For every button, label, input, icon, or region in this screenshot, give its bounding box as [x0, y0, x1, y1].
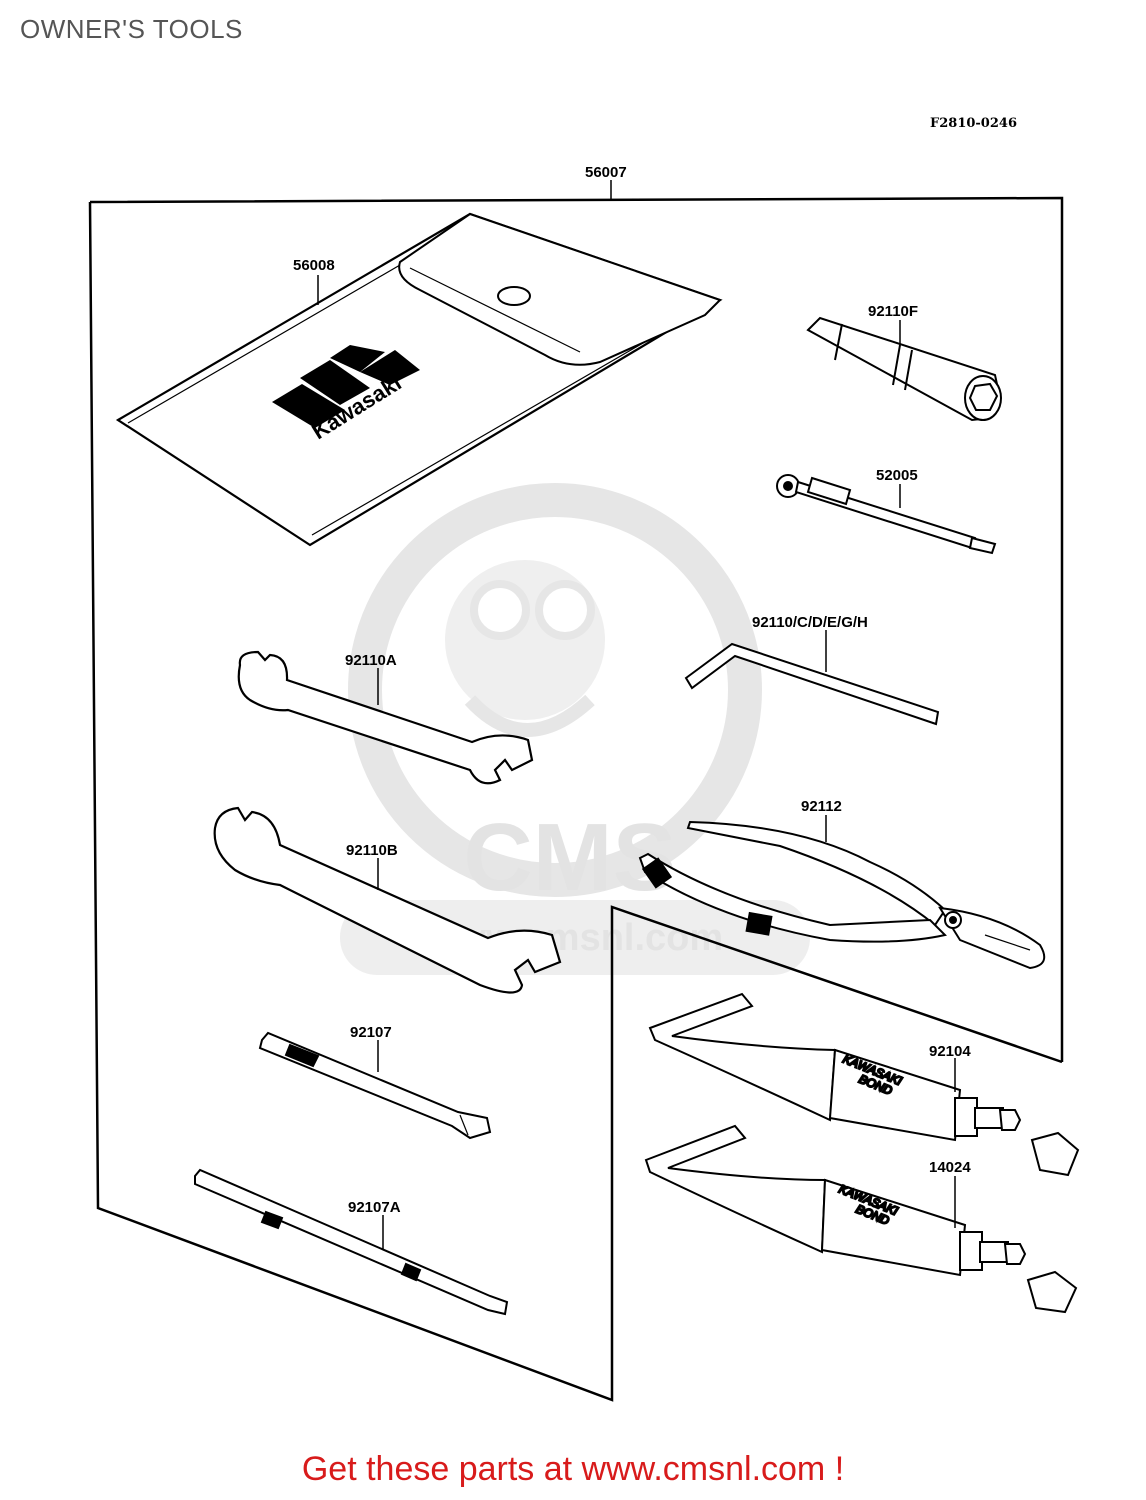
parts-diagram: CMS www.cmsnl.com F2810-0246 56007 Kawas… — [88, 116, 1080, 1402]
bond-tube-b-icon: KAWASAKI BOND — [644, 1124, 1078, 1314]
tool-pouch: Kawasaki — [115, 212, 723, 547]
kit-outline — [88, 180, 1064, 1402]
open-end-wrench-small-icon — [237, 650, 534, 785]
hex-key-icon — [684, 642, 940, 726]
label-92110F: 92110F — [868, 303, 918, 320]
label-14024: 14024 — [929, 1159, 971, 1176]
label-92104: 92104 — [929, 1043, 971, 1060]
label-92110CDEGH: 92110/C/D/E/G/H — [752, 614, 868, 631]
label-92110B: 92110B — [346, 842, 398, 859]
extension-handle-icon — [776, 474, 997, 555]
label-52005: 52005 — [876, 467, 918, 484]
plug-wrench-icon — [806, 316, 1002, 422]
label-92110A: 92110A — [345, 652, 397, 669]
label-92107A: 92107A — [348, 1199, 401, 1216]
label-92112: 92112 — [801, 798, 842, 815]
screwdriver-icon — [258, 1031, 492, 1140]
cta-link[interactable]: Get these parts at www.cmsnl.com ! — [301, 1450, 845, 1488]
watermark: CMS www.cmsnl.com — [340, 483, 810, 975]
page-title: OWNER'S TOOLS — [20, 14, 243, 44]
open-end-wrench-large-icon — [213, 806, 562, 994]
label-56007: 56007 — [585, 164, 627, 181]
label-92107: 92107 — [350, 1024, 392, 1041]
kawasaki-k-logo — [272, 345, 420, 428]
screwdriver-grip-icon — [194, 1168, 509, 1316]
figure-code: F2810-0246 — [930, 116, 1017, 131]
bond-tube-a-icon: KAWASAKI BOND — [648, 992, 1080, 1177]
label-56008: 56008 — [293, 257, 335, 274]
pliers-icon — [638, 820, 1046, 970]
